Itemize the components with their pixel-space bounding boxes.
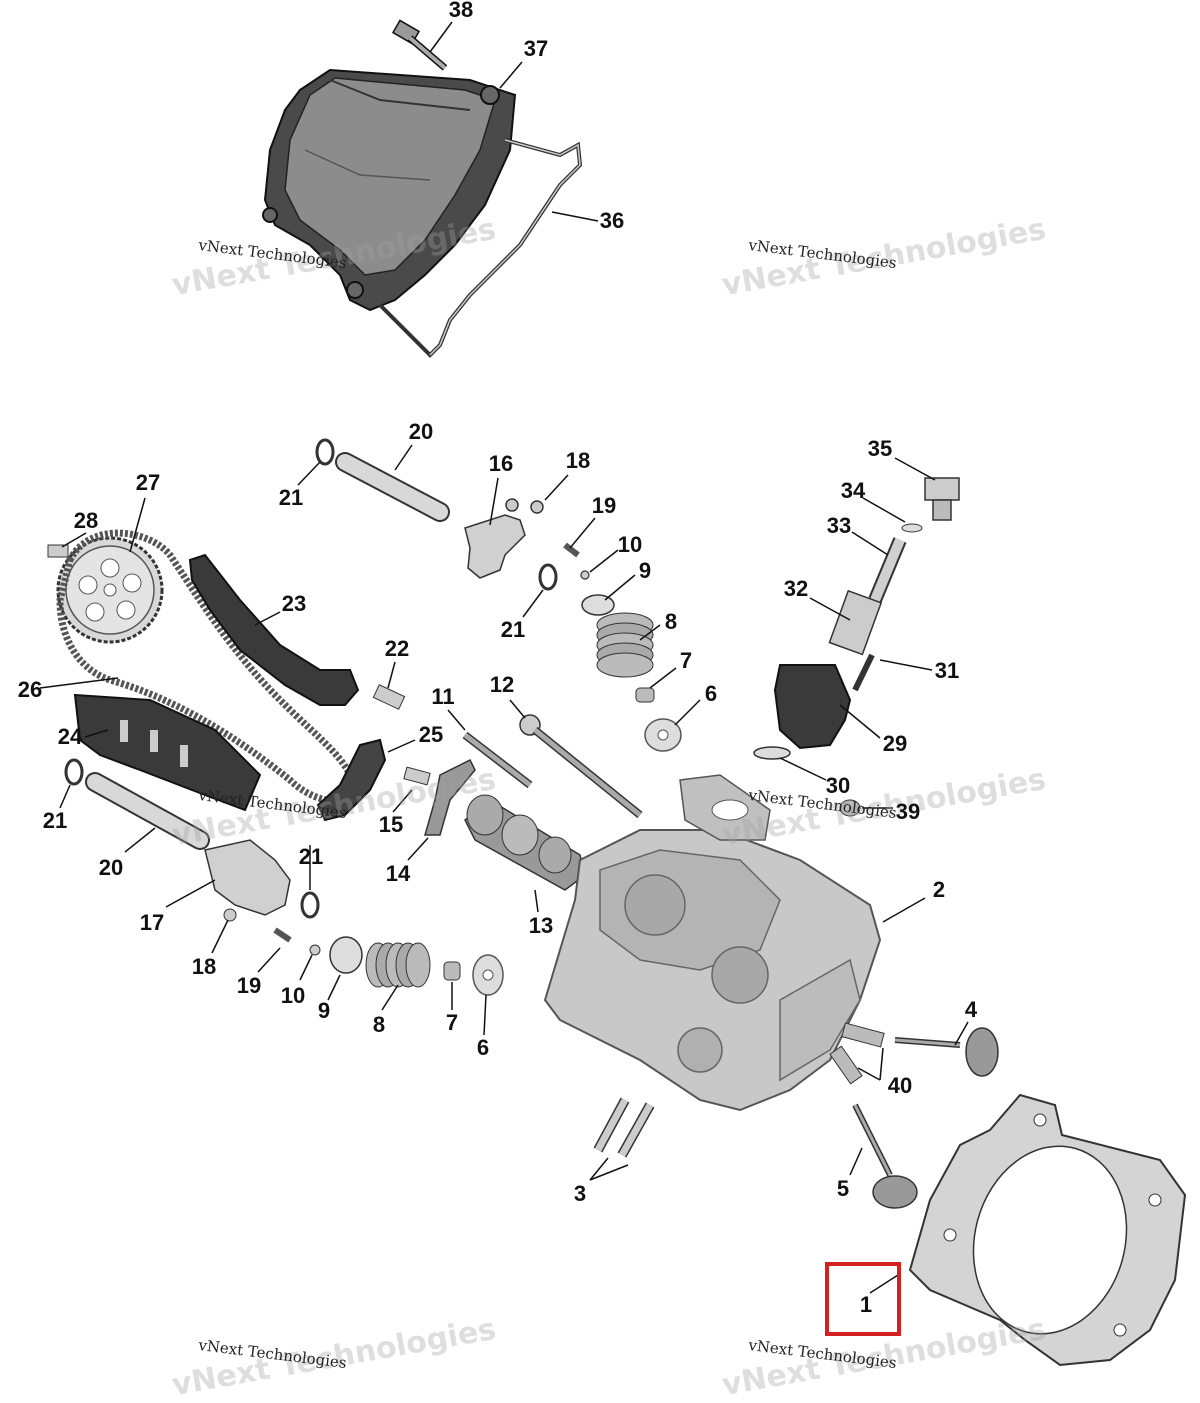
callout-26[interactable]: 26 <box>17 677 43 702</box>
callout-40[interactable]: 40 <box>887 1073 913 1098</box>
callout-20[interactable]: 20 <box>98 855 124 880</box>
callout-14[interactable]: 14 <box>385 861 411 886</box>
callout-30[interactable]: 30 <box>825 773 851 798</box>
callout-24[interactable]: 24 <box>57 724 83 749</box>
cam-retainer-plate <box>424 758 476 836</box>
callout-17[interactable]: 17 <box>139 910 165 935</box>
callout-16[interactable]: 16 <box>488 451 514 476</box>
callout-8[interactable]: 8 <box>664 609 678 634</box>
tensioner-bolt-cap <box>924 477 960 521</box>
cover-bolt <box>391 19 448 71</box>
callout-6[interactable]: 6 <box>476 1035 490 1060</box>
callout-37[interactable]: 37 <box>523 36 549 61</box>
chain-tensioner-body <box>773 664 852 750</box>
callout-9[interactable]: 9 <box>638 558 652 583</box>
callout-10[interactable]: 10 <box>280 983 306 1008</box>
callout-25[interactable]: 25 <box>418 722 444 747</box>
callout-8[interactable]: 8 <box>372 1012 386 1037</box>
callout-34[interactable]: 34 <box>840 478 866 503</box>
rocker-arm-lower <box>204 839 291 916</box>
callout-19[interactable]: 19 <box>591 493 617 518</box>
callout-32[interactable]: 32 <box>783 576 809 601</box>
leader-lines <box>39 21 969 1294</box>
callout-21[interactable]: 21 <box>298 844 324 869</box>
callout-29[interactable]: 29 <box>882 731 908 756</box>
callout-18[interactable]: 18 <box>565 448 591 473</box>
cylinder-head-gasket <box>908 1093 1187 1367</box>
callout-9[interactable]: 9 <box>317 998 331 1023</box>
callout-7[interactable]: 7 <box>445 1010 459 1035</box>
callout-20[interactable]: 20 <box>408 419 434 444</box>
callout-27[interactable]: 27 <box>135 470 161 495</box>
callout-18[interactable]: 18 <box>191 954 217 979</box>
rocker-arm-upper <box>464 514 526 579</box>
cam-sprocket <box>56 536 164 644</box>
rocker-shaft-upper <box>335 452 450 522</box>
valve-spring-lower <box>365 942 431 988</box>
callout-31[interactable]: 31 <box>934 658 960 683</box>
tensioner-shoe <box>316 738 387 822</box>
callout-7[interactable]: 7 <box>679 648 693 673</box>
callout-15[interactable]: 15 <box>378 812 404 837</box>
callout-21[interactable]: 21 <box>42 808 68 833</box>
valve-spring-upper <box>596 612 654 678</box>
callout-11[interactable]: 11 <box>431 684 455 709</box>
callout-23[interactable]: 23 <box>281 591 307 616</box>
callout-5[interactable]: 5 <box>836 1176 850 1201</box>
callout-6[interactable]: 6 <box>704 681 718 706</box>
callout-21[interactable]: 21 <box>278 485 304 510</box>
callout-1[interactable]: 1 <box>859 1292 873 1317</box>
rocker-shaft-lower <box>85 772 210 850</box>
callout-19[interactable]: 19 <box>236 973 262 998</box>
callout-35[interactable]: 35 <box>867 436 893 461</box>
callout-3[interactable]: 3 <box>573 1181 587 1206</box>
callout-10[interactable]: 10 <box>617 532 643 557</box>
callout-4[interactable]: 4 <box>964 997 978 1022</box>
callout-2[interactable]: 2 <box>932 877 946 902</box>
callout-13[interactable]: 13 <box>528 913 554 938</box>
callout-38[interactable]: 38 <box>448 0 474 22</box>
cylinder-head <box>543 774 882 1112</box>
chain-guide <box>188 553 360 706</box>
callout-33[interactable]: 33 <box>826 513 852 538</box>
selected-part-highlight <box>825 1262 901 1336</box>
callout-28[interactable]: 28 <box>73 508 99 533</box>
camshaft <box>464 794 586 891</box>
callout-21[interactable]: 21 <box>500 617 526 642</box>
valve-cover <box>262 68 517 312</box>
callout-12[interactable]: 12 <box>489 672 515 697</box>
callout-22[interactable]: 22 <box>384 636 410 661</box>
callout-39[interactable]: 39 <box>895 799 921 824</box>
callout-36[interactable]: 36 <box>599 208 625 233</box>
